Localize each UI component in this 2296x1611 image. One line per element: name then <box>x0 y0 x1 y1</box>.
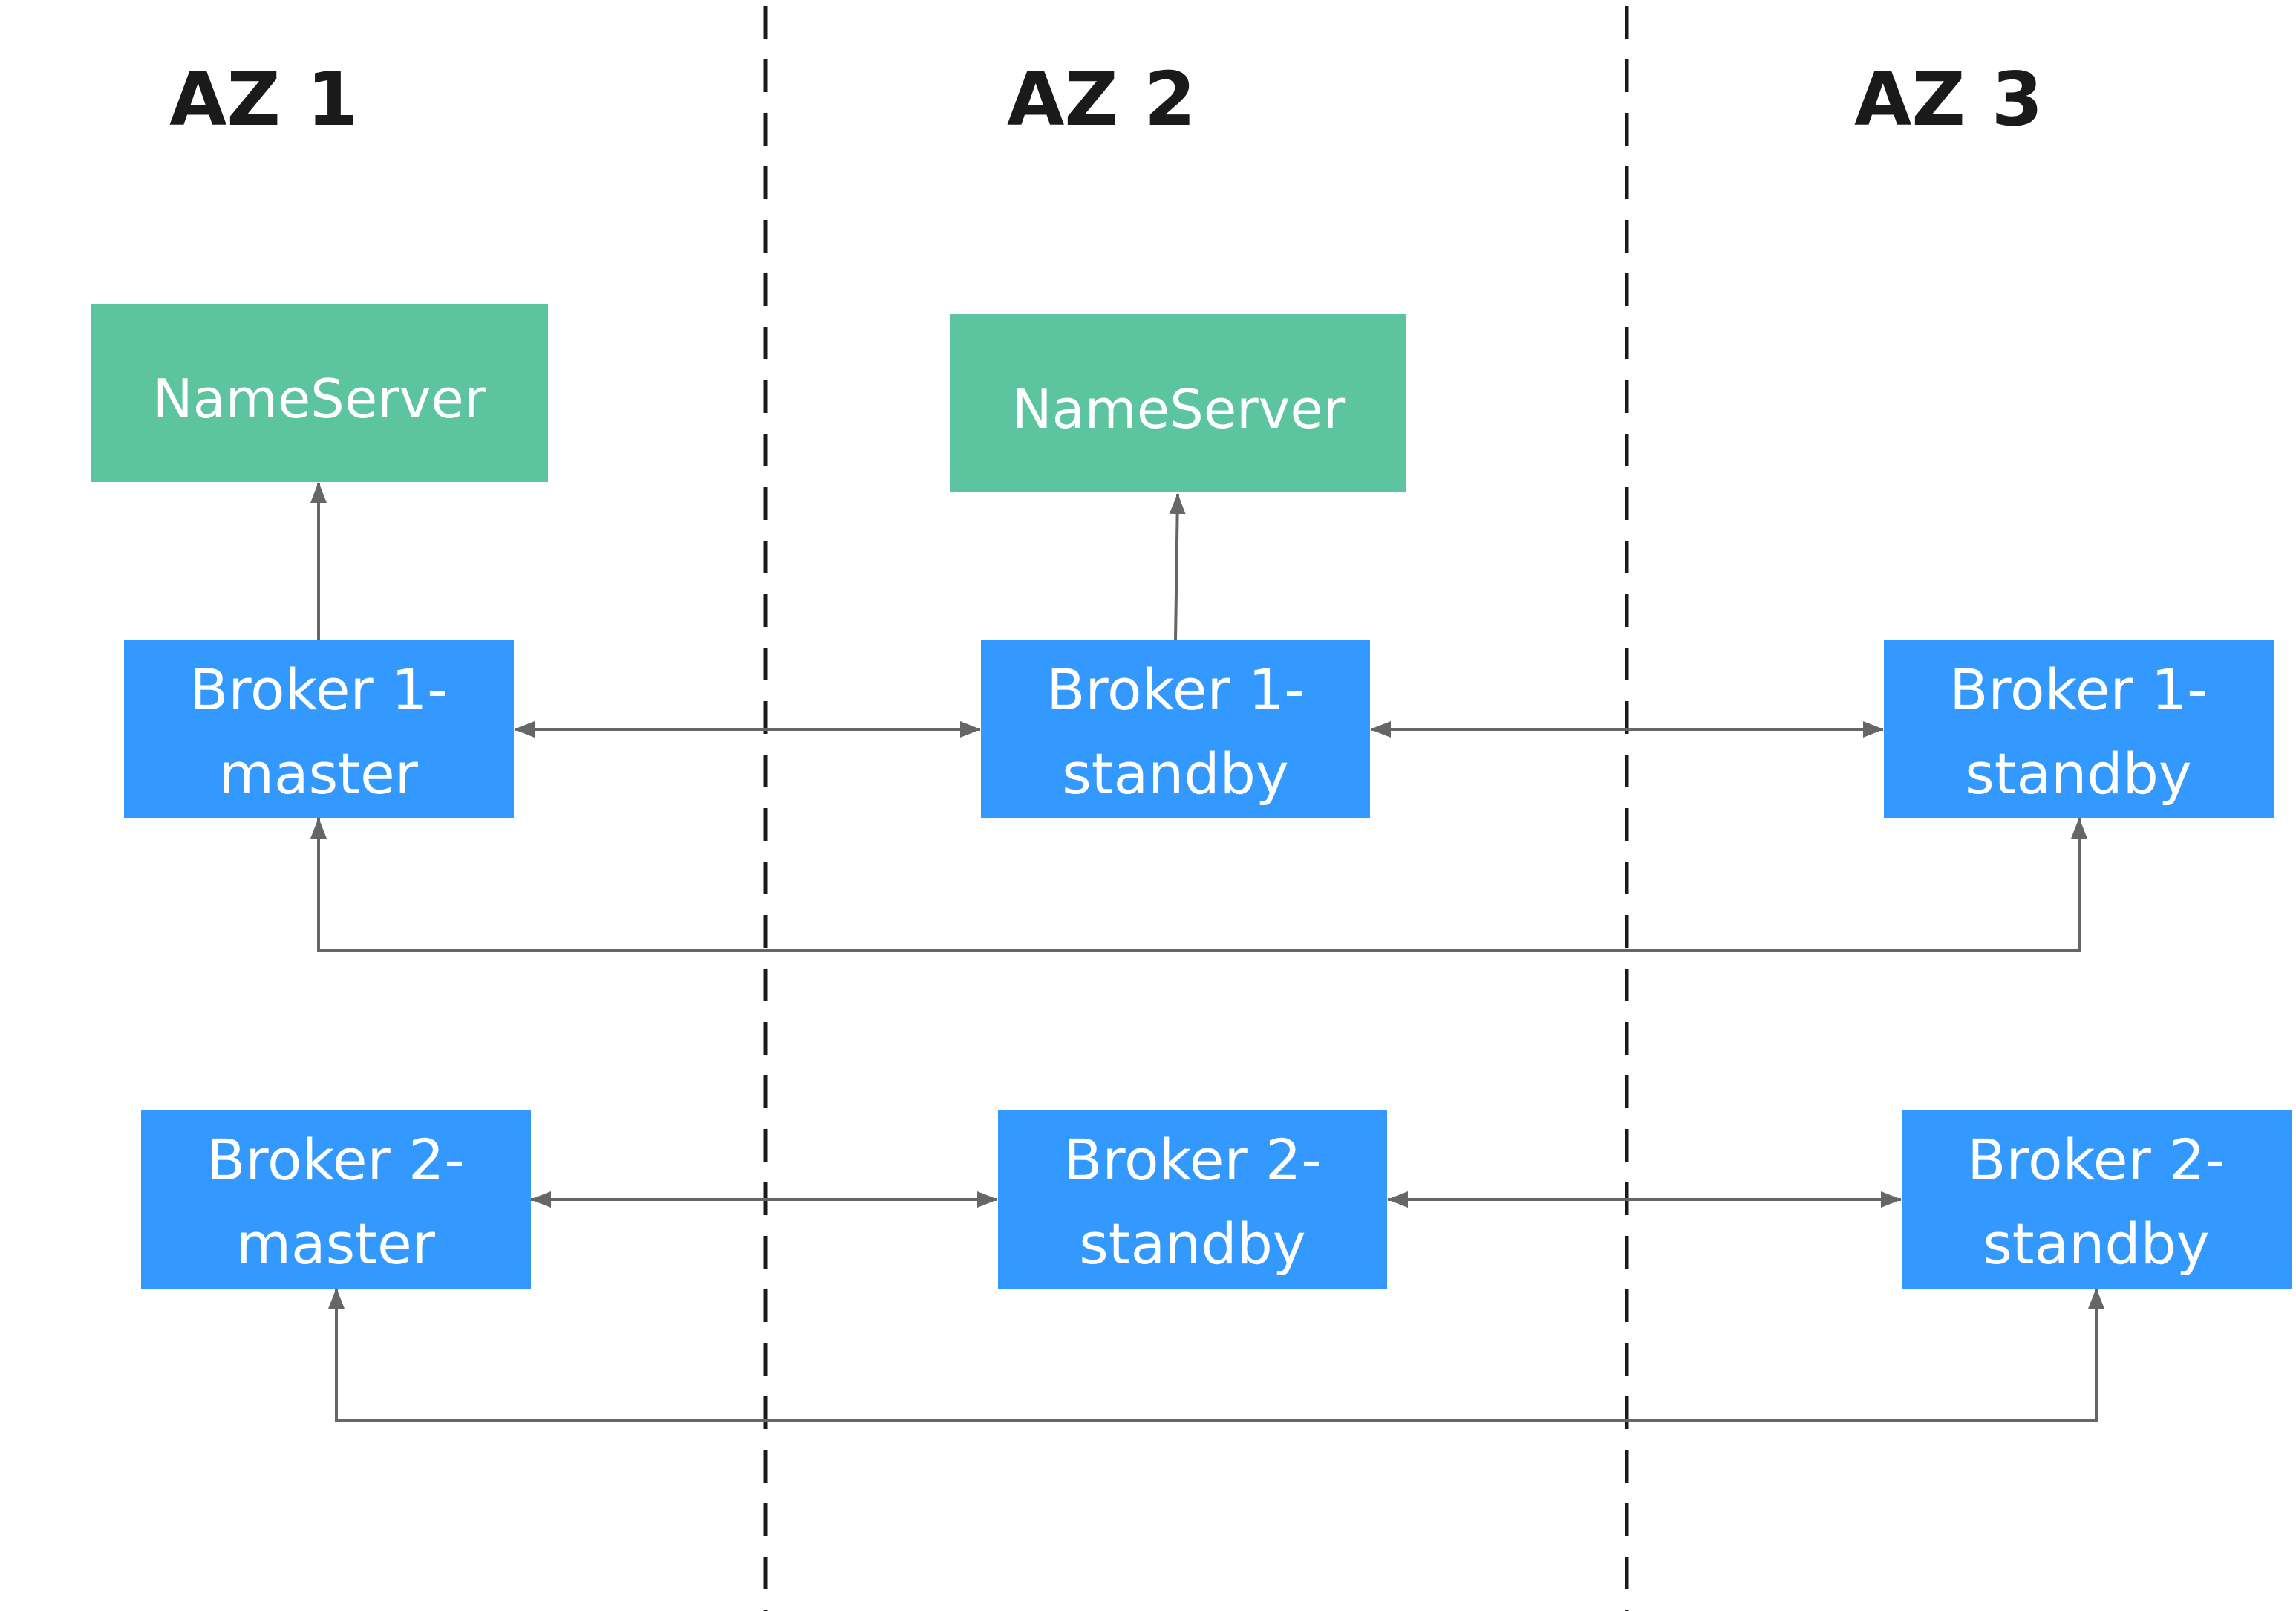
broker-1-standby-az3-line2: standby <box>1965 741 2192 807</box>
broker-1-master-box <box>124 640 514 818</box>
broker-2-standby-az2-line1: Broker 2- <box>1063 1127 1321 1193</box>
broker-2-standby-az2-line2: standby <box>1079 1211 1306 1277</box>
broker-1-master-line1: Broker 1- <box>189 657 447 723</box>
edge-b1-standby-az2-to-nameserver-az2 <box>1169 493 1186 641</box>
broker-2-standby-az2: Broker 2- standby <box>998 1110 1387 1289</box>
broker-1-master-line2: master <box>219 741 419 807</box>
nameserver-az2-label: NameServer <box>1012 378 1346 440</box>
broker-2-standby-az3-box <box>1902 1110 2292 1289</box>
broker-2-master: Broker 2- master <box>141 1110 531 1289</box>
broker-1-standby-az3-line1: Broker 1- <box>1949 657 2207 723</box>
edge-b2-master-b2-standby-az3 <box>328 1288 2104 1422</box>
broker-2-standby-az3-line2: standby <box>1983 1211 2210 1277</box>
nameserver-az2: NameServer <box>950 314 1406 492</box>
broker-2-standby-az3-line1: Broker 2- <box>1967 1127 2225 1193</box>
broker-2-standby-az2-box <box>998 1110 1387 1289</box>
nameserver-az1: NameServer <box>91 304 548 482</box>
nameserver-az1-box <box>91 304 548 482</box>
broker-1-standby-az3: Broker 1- standby <box>1884 640 2274 818</box>
broker-2-standby-az3: Broker 2- standby <box>1902 1110 2292 1289</box>
broker-2-master-box <box>141 1110 531 1289</box>
broker-1-standby-az2-line2: standby <box>1062 741 1289 807</box>
broker-1-master: Broker 1- master <box>124 640 514 818</box>
broker-1-standby-az2-box <box>981 640 1370 818</box>
broker-2-master-line2: master <box>236 1211 436 1277</box>
zone-label-az3: AZ 3 <box>1854 56 2043 143</box>
zone-label-az1: AZ 1 <box>169 56 358 143</box>
connectors <box>310 482 2104 1422</box>
nameserver-az2-box <box>950 314 1406 492</box>
nameserver-az1-label: NameServer <box>153 368 486 430</box>
broker-1-standby-az2: Broker 1- standby <box>981 640 1370 818</box>
zone-label-az2: AZ 2 <box>1007 56 1196 143</box>
broker-1-standby-az3-box <box>1884 640 2274 818</box>
broker-2-master-line1: Broker 2- <box>206 1127 464 1193</box>
edge-b1-master-b1-standby-az3 <box>310 818 2087 952</box>
broker-1-standby-az2-line1: Broker 1- <box>1046 657 1304 723</box>
